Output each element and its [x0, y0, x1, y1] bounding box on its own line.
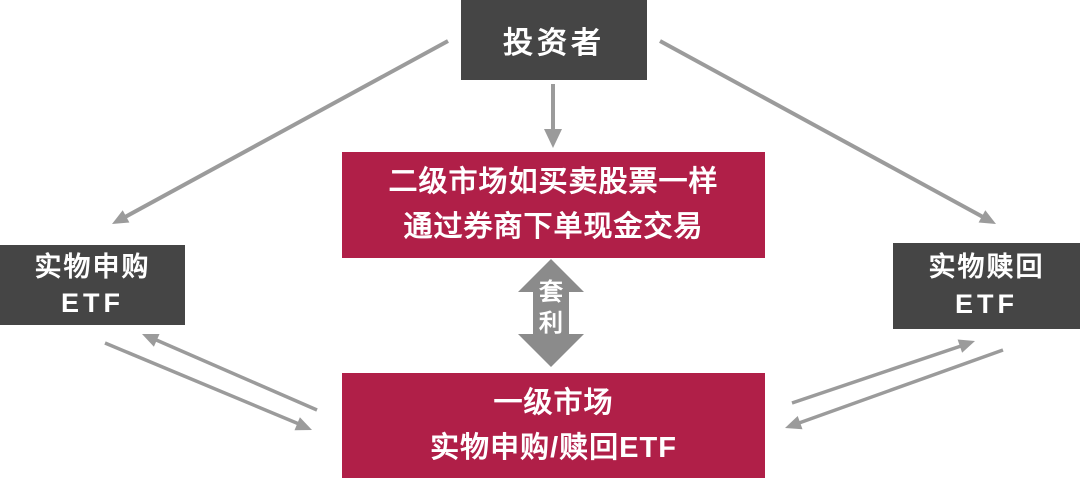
node-physical-creation-line2: ETF [61, 288, 124, 318]
arrow-physical-redemption-to-primary-market [785, 348, 1004, 430]
node-secondary-market: 二级市场如买卖股票一样 通过券商下单现金交易 [342, 152, 765, 258]
arrow-investor-to-physical-redemption [659, 39, 996, 224]
node-primary-market-line2: 实物申购/赎回ETF [430, 431, 677, 464]
arrow-primary-market-to-physical-creation [142, 334, 318, 412]
arbitrage-double-arrow [518, 259, 584, 367]
arrow-investor-to-physical-creation [112, 39, 449, 224]
node-primary-market-line1: 一级市场 [493, 386, 614, 419]
node-physical-redemption: 实物赎回 ETF [893, 243, 1080, 329]
node-primary-market: 一级市场 实物申购/赎回ETF [342, 373, 765, 478]
node-secondary-market-line1: 二级市场如买卖股票一样 [388, 166, 719, 198]
arrow-physical-creation-to-primary-market [104, 341, 312, 431]
node-investor-label: 投资者 [503, 27, 605, 60]
arrow-investor-to-secondary-market [544, 84, 562, 148]
node-secondary-market-line2: 通过券商下单现金交易 [403, 211, 704, 243]
arrow-primary-market-to-physical-redemption [791, 339, 975, 405]
node-physical-creation-line1: 实物申购 [34, 252, 151, 282]
node-physical-redemption-line1: 实物赎回 [928, 252, 1045, 282]
node-physical-redemption-line2: ETF [955, 289, 1018, 319]
node-investor: 投资者 [461, 0, 647, 80]
node-physical-creation: 实物申购 ETF [0, 245, 185, 325]
